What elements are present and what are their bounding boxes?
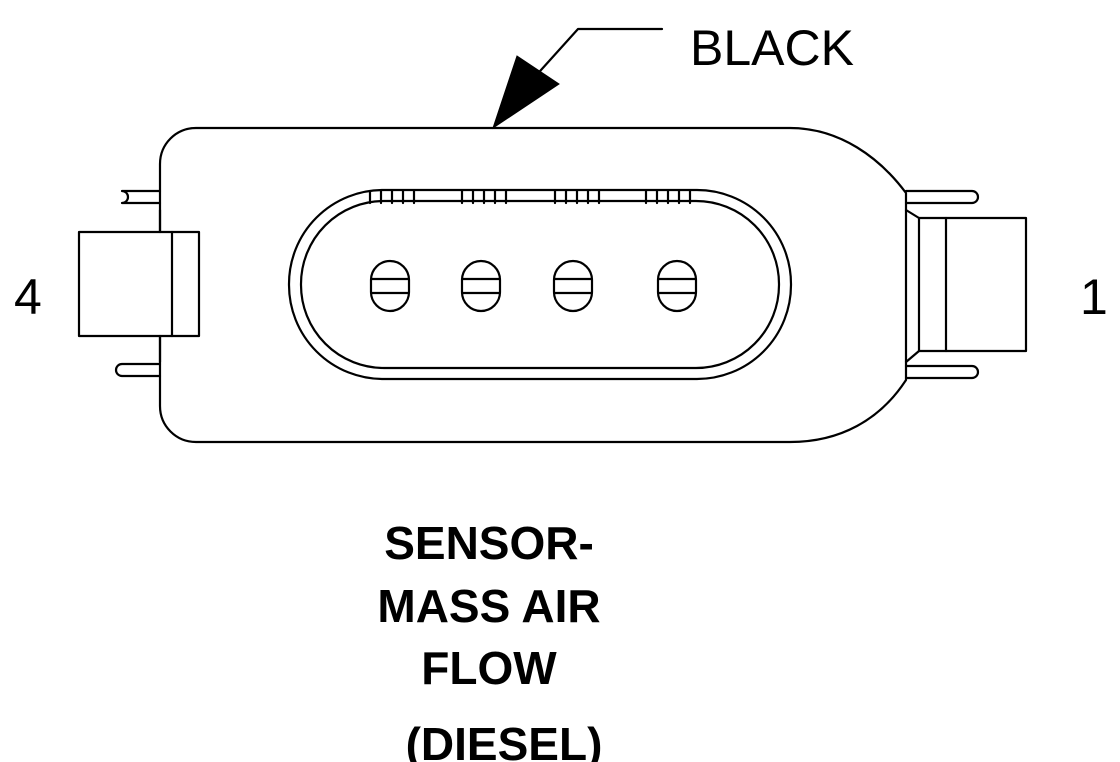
- left-guide-rails: [114, 189, 162, 378]
- title-line-2: MASS AIR: [377, 580, 600, 632]
- pin-cavity: [369, 259, 411, 313]
- pin-cavity: [656, 259, 698, 313]
- wire-color-label: BLACK: [690, 20, 854, 76]
- pin-cavities: [369, 259, 698, 313]
- component-title: SENSOR- MASS AIR FLOW (DIESEL): [377, 517, 602, 762]
- terminal-shroud: [287, 188, 793, 381]
- pin-number-right: 1: [1080, 269, 1108, 325]
- pin-number-left: 4: [14, 269, 42, 325]
- rib-group: [460, 189, 508, 205]
- color-leader-arrow: [492, 27, 664, 130]
- title-subtitle: (DIESEL): [406, 718, 603, 762]
- title-line-1: SENSOR-: [384, 517, 594, 569]
- left-latch: [77, 208, 201, 364]
- pin-cavity: [552, 259, 594, 313]
- right-guide-rails: [904, 189, 980, 380]
- pin-cavity: [460, 259, 502, 313]
- locking-ribs: [368, 189, 692, 205]
- title-line-3: FLOW: [421, 642, 557, 694]
- right-latch: [904, 208, 1028, 364]
- rib-group: [644, 189, 692, 205]
- rib-group: [553, 189, 601, 205]
- connector-housing: [158, 126, 908, 444]
- rib-group: [368, 189, 416, 205]
